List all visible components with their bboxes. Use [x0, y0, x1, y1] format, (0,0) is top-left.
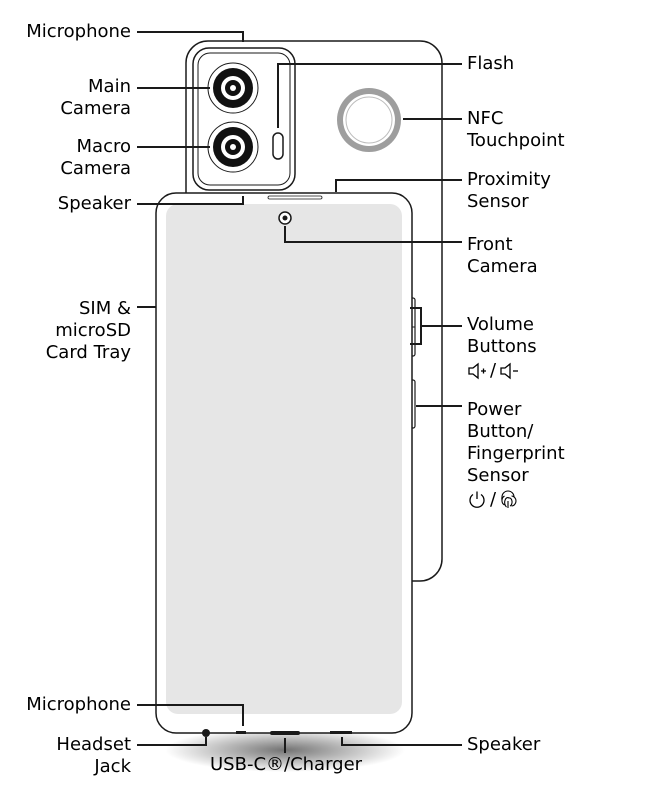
power-icons: /	[467, 489, 565, 511]
label-headset-jack-line1: Headset	[56, 734, 131, 755]
label-microphone-top: Microphone	[26, 21, 131, 43]
usb-c-port	[270, 731, 300, 735]
label-main-camera-line2: Camera	[60, 98, 131, 119]
label-proximity-line2: Sensor	[467, 191, 529, 212]
label-power: Power Button/ Fingerprint Sensor /	[467, 399, 565, 511]
label-main-camera-line1: Main	[88, 76, 131, 97]
label-volume: Volume Buttons /	[467, 314, 537, 382]
label-nfc-line1: NFC	[467, 108, 504, 129]
label-sim-tray-line2: microSD	[55, 320, 131, 341]
front-camera-dot	[278, 211, 292, 225]
label-microphone-bottom: Microphone	[26, 694, 131, 716]
label-microphone-top-text: Microphone	[26, 21, 131, 42]
label-microphone-bottom-text: Microphone	[26, 694, 131, 715]
label-power-line2: Button/	[467, 421, 534, 442]
main-camera-lens	[207, 62, 259, 114]
label-flash: Flash	[467, 53, 514, 75]
nfc-touchpoint	[337, 88, 401, 152]
label-speaker-bottom: Speaker	[467, 734, 540, 756]
label-speaker-bottom-text: Speaker	[467, 734, 541, 755]
bottom-speaker-holes	[330, 731, 352, 734]
label-front-camera-line2: Camera	[467, 256, 538, 277]
label-volume-line1: Volume	[467, 314, 534, 335]
volume-icons: /	[467, 360, 537, 382]
bottom-mic-hole	[236, 731, 246, 734]
power-icon-separator: /	[490, 489, 497, 510]
camera-module-inner	[197, 52, 291, 186]
flash-light	[272, 132, 284, 160]
macro-camera-lens	[207, 121, 259, 173]
label-flash-text: Flash	[467, 53, 515, 74]
headset-jack-hole	[202, 729, 210, 737]
label-usb-charger-text: USB-C®/Charger	[210, 754, 363, 775]
label-power-line4: Sensor	[467, 465, 529, 486]
label-proximity-line1: Proximity	[467, 169, 551, 190]
fingerprint-icon	[501, 490, 517, 508]
volume-up-icon	[468, 362, 486, 380]
label-nfc-line2: Touchpoint	[467, 130, 565, 151]
label-speaker-top-text: Speaker	[57, 193, 131, 214]
label-nfc: NFC Touchpoint	[467, 108, 565, 152]
label-usb-charger: USB-C®/Charger	[210, 754, 362, 776]
label-proximity: Proximity Sensor	[467, 169, 551, 213]
label-macro-camera-line2: Camera	[60, 158, 131, 179]
label-sim-tray-line1: SIM &	[78, 298, 131, 319]
label-sim-tray-line3: Card Tray	[45, 342, 131, 363]
label-speaker-top: Speaker	[58, 193, 131, 215]
label-headset-jack: Headset Jack	[56, 734, 131, 778]
label-power-line1: Power	[467, 399, 522, 420]
power-icon	[469, 491, 485, 508]
label-headset-jack-line2: Jack	[94, 756, 131, 777]
label-volume-line2: Buttons	[467, 336, 537, 357]
label-macro-camera-line1: Macro	[76, 136, 131, 157]
label-front-camera: Front Camera	[467, 234, 538, 278]
label-front-camera-line1: Front	[467, 234, 513, 255]
label-main-camera: Main Camera	[60, 76, 131, 120]
volume-icon-separator: /	[490, 360, 497, 381]
earpiece-speaker	[267, 195, 323, 200]
leader-lines	[137, 31, 462, 753]
label-sim-tray: SIM & microSD Card Tray	[46, 298, 131, 364]
label-power-line3: Fingerprint	[467, 443, 565, 464]
front-screen	[166, 204, 402, 714]
label-macro-camera: Macro Camera	[60, 136, 131, 180]
volume-down-icon	[500, 362, 519, 380]
